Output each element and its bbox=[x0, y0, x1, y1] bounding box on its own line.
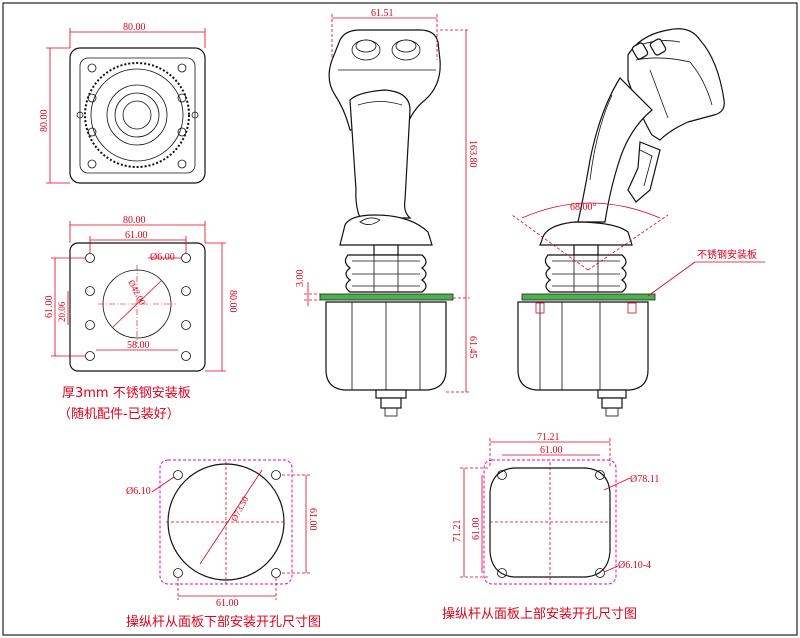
top-view-height-label: 80.00 bbox=[39, 110, 50, 133]
side-angle-label: 68.00° bbox=[570, 202, 597, 213]
top-diag-label: Ø78.11 bbox=[630, 474, 659, 485]
plate-caption-line2: （随机配件-已装好） bbox=[58, 407, 180, 422]
top-view-height-dim: 80.00 bbox=[39, 47, 70, 184]
top-view-width-dim: 80.00 bbox=[69, 22, 206, 48]
top-view-width-label: 80.00 bbox=[123, 22, 146, 33]
plate-caption-line1: 厚3mm 不锈钢安装板 bbox=[62, 386, 191, 401]
bottom-side-label: 61.00 bbox=[307, 508, 318, 531]
left-small-label: 20.06 bbox=[57, 301, 67, 322]
top-cutout-dims: 71.21 61.00 Ø78.11 71.21 61.00 Ø6.10-4 bbox=[452, 432, 659, 578]
bottom-cutout-drawing bbox=[159, 459, 293, 585]
hole-spacing-label: 61.00 bbox=[125, 230, 148, 241]
side-view-joystick bbox=[517, 28, 725, 417]
hole-plate-width-label: 80.00 bbox=[123, 215, 146, 226]
front-view-dims: 61.51 163.80 61.45 3.00 bbox=[295, 8, 478, 393]
front-top-width-label: 61.51 bbox=[371, 8, 394, 19]
side-mounting-plate bbox=[521, 293, 656, 301]
bottom-cutout-dims: Ø6.10 Ø73.50 61.00 61.00 bbox=[126, 474, 318, 609]
bottom-hole-label: Ø6.10 bbox=[126, 486, 151, 497]
front-total-height-label: 163.80 bbox=[467, 140, 478, 168]
top-outer-width-label: 71.21 bbox=[537, 432, 560, 443]
top-inner-height-label: 61.00 bbox=[471, 518, 482, 541]
hole-plate bbox=[69, 242, 206, 372]
front-mounting-plate bbox=[319, 293, 454, 301]
hole-plate-height-label: 80.00 bbox=[227, 290, 238, 313]
top-cutout-drawing bbox=[483, 459, 617, 585]
side-plate-label: 不锈钢安装板 bbox=[697, 248, 757, 261]
hole-dia-label: Ø6.00 bbox=[150, 252, 175, 263]
side-view-dims: 68.00° 不锈钢安装板 bbox=[511, 202, 765, 297]
top-cutout-caption: 操纵杆从面板上部安装开孔尺寸图 bbox=[442, 606, 637, 622]
top-view-plate bbox=[69, 47, 206, 184]
top-outer-height-label: 71.21 bbox=[452, 520, 463, 543]
bottom-cutout-caption: 操纵杆从面板下部安装开孔尺寸图 bbox=[126, 614, 321, 630]
front-plate-thickness-label: 3.00 bbox=[295, 270, 306, 288]
top-hole-label: Ø6.10-4 bbox=[618, 560, 651, 571]
bottom-span-label: 58.00 bbox=[127, 340, 150, 351]
bottom-center-label: Ø73.50 bbox=[229, 494, 251, 523]
left-span-label: 61.00 bbox=[44, 296, 55, 319]
bottom-bottom-label: 61.00 bbox=[216, 598, 239, 609]
front-lower-height-label: 61.45 bbox=[467, 336, 478, 359]
top-inner-width-label: 61.00 bbox=[540, 445, 563, 456]
front-view-joystick bbox=[319, 29, 454, 417]
